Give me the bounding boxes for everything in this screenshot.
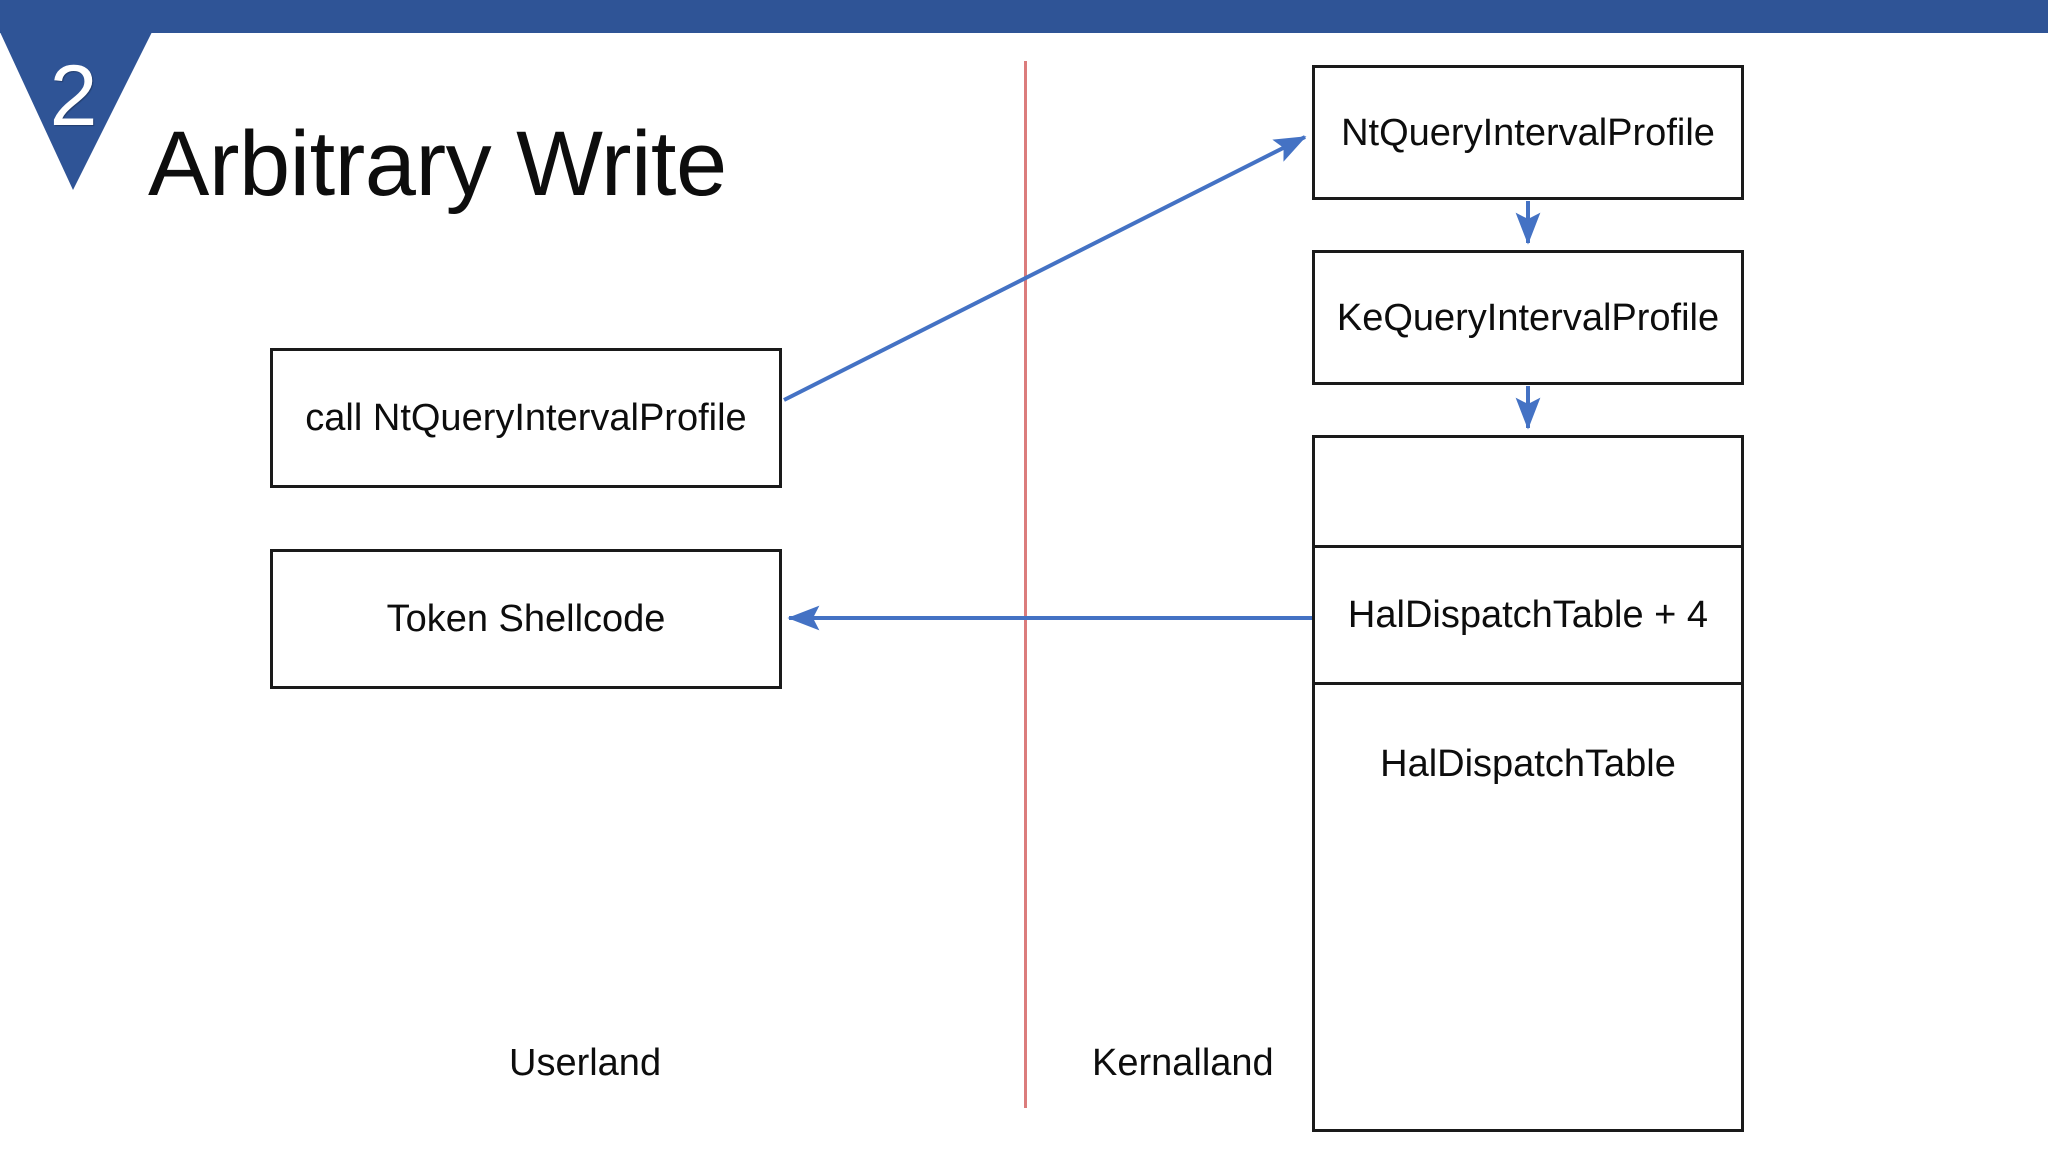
box-label: NtQueryIntervalProfile — [1341, 111, 1715, 154]
slide-number-badge: 2 — [0, 32, 152, 192]
box-call-ntqueryintervalprofile[interactable]: call NtQueryIntervalProfile — [270, 348, 782, 488]
hal-cell-label: HalDispatchTable — [1380, 743, 1676, 785]
box-label: KeQueryIntervalProfile — [1336, 296, 1720, 339]
triangle-icon — [0, 32, 152, 190]
arrow-user-call-to-nt — [783, 135, 1307, 402]
slide-number-text: 2 — [49, 48, 98, 144]
box-label: Token Shellcode — [386, 598, 666, 640]
userland-kernel-divider — [1024, 61, 1027, 1108]
hal-cell-empty[interactable] — [1315, 438, 1741, 548]
hal-cell-haldispatchtable-plus-4[interactable]: HalDispatchTable + 4 — [1315, 548, 1741, 685]
hal-cell-haldispatchtable[interactable]: HalDispatchTable — [1315, 685, 1741, 1129]
top-accent-bar — [0, 0, 2048, 33]
region-label-userland: Userland — [509, 1042, 662, 1084]
box-token-shellcode[interactable]: Token Shellcode — [270, 549, 782, 689]
hal-cell-label: HalDispatchTable + 4 — [1347, 594, 1709, 636]
box-kequeryintervalprofile[interactable]: KeQueryIntervalProfile — [1312, 250, 1744, 385]
box-ntqueryintervalprofile[interactable]: NtQueryIntervalProfile — [1312, 65, 1744, 200]
haldispatchtable-container: HalDispatchTable + 4 HalDispatchTable — [1312, 435, 1744, 1132]
box-label: call NtQueryIntervalProfile — [305, 397, 747, 439]
page-title: Arbitrary Write — [148, 113, 727, 215]
region-label-kernalland: Kernalland — [1092, 1042, 1274, 1084]
